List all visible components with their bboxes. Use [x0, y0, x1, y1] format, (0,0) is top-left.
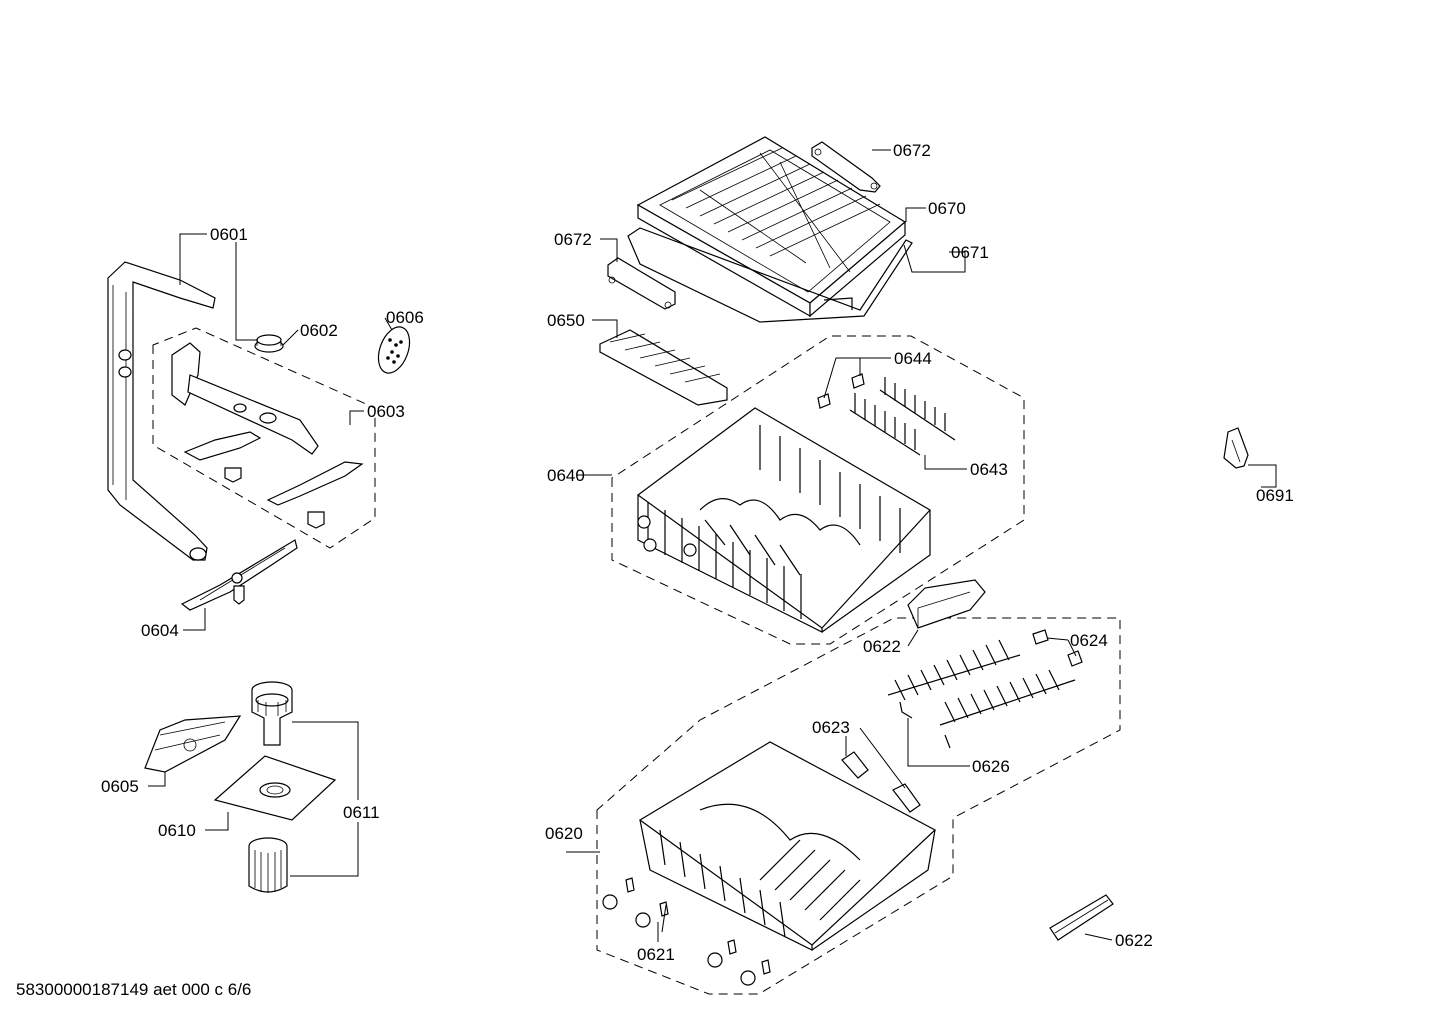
part-0603-spray-arm-assembly	[171, 342, 364, 529]
part-0643-tine-row	[849, 377, 956, 456]
label-0691: 0691	[1256, 486, 1294, 505]
label-0621: 0621	[637, 945, 675, 964]
part-0622-bin-upper	[907, 579, 986, 629]
part-0672-holder-left	[607, 257, 676, 310]
part-0672-holder-right	[811, 141, 881, 193]
part-0605-cover	[144, 715, 242, 773]
label-0604: 0604	[141, 621, 179, 640]
part-0621-wheels	[602, 877, 771, 986]
label-0602: 0602	[300, 321, 338, 340]
label-0671: 0671	[951, 243, 989, 262]
label-0640: 0640	[547, 466, 585, 485]
part-0670-cutlery-drawer	[636, 136, 907, 318]
label-0672-left: 0672	[554, 230, 592, 249]
leader-lines	[148, 149, 1277, 942]
part-0623-bracket	[841, 751, 921, 813]
part-0644-clip	[817, 373, 865, 409]
part-0601-feed-pipe	[107, 261, 216, 561]
label-0624: 0624	[1070, 631, 1108, 650]
label-0605: 0605	[101, 777, 139, 796]
part-0622-bin-lower	[1049, 894, 1114, 941]
part-0606-sieve-disc	[377, 326, 411, 374]
label-0670: 0670	[928, 199, 966, 218]
part-0650-cup-shelf	[599, 329, 728, 406]
label-0610: 0610	[158, 821, 196, 840]
group-outline-lower-basket	[596, 617, 1121, 995]
label-0650: 0650	[547, 311, 585, 330]
label-0606: 0606	[386, 308, 424, 327]
label-0620: 0620	[545, 824, 583, 843]
part-0640-upper-basket	[636, 407, 931, 633]
part-0604-lower-spray-arm	[180, 539, 298, 611]
label-0644: 0644	[894, 349, 932, 368]
part-0611-filter-column	[251, 681, 293, 746]
part-0620-lower-basket	[638, 741, 937, 951]
part-0602-connector	[254, 334, 284, 353]
footer-document-code: 58300000187149 aet 000 c 6/6	[16, 980, 252, 999]
label-0611: 0611	[343, 803, 380, 822]
part-0691-hinge	[1223, 427, 1249, 469]
label-0623: 0623	[812, 718, 850, 737]
label-0603: 0603	[367, 402, 405, 421]
label-0626: 0626	[972, 757, 1010, 776]
part-0671-drawer-rail	[627, 227, 913, 323]
label-0622-lower: 0622	[1115, 931, 1153, 950]
part-0611-micro-filter	[248, 837, 288, 893]
label-0622-upper: 0622	[863, 637, 901, 656]
label-0601: 0601	[210, 225, 248, 244]
label-0672-right: 0672	[893, 141, 931, 160]
label-0643: 0643	[970, 460, 1008, 479]
group-outline-spray-arm	[152, 327, 376, 549]
part-0626-tine-rows	[887, 639, 1076, 749]
part-0610-flat-filter	[213, 755, 337, 821]
